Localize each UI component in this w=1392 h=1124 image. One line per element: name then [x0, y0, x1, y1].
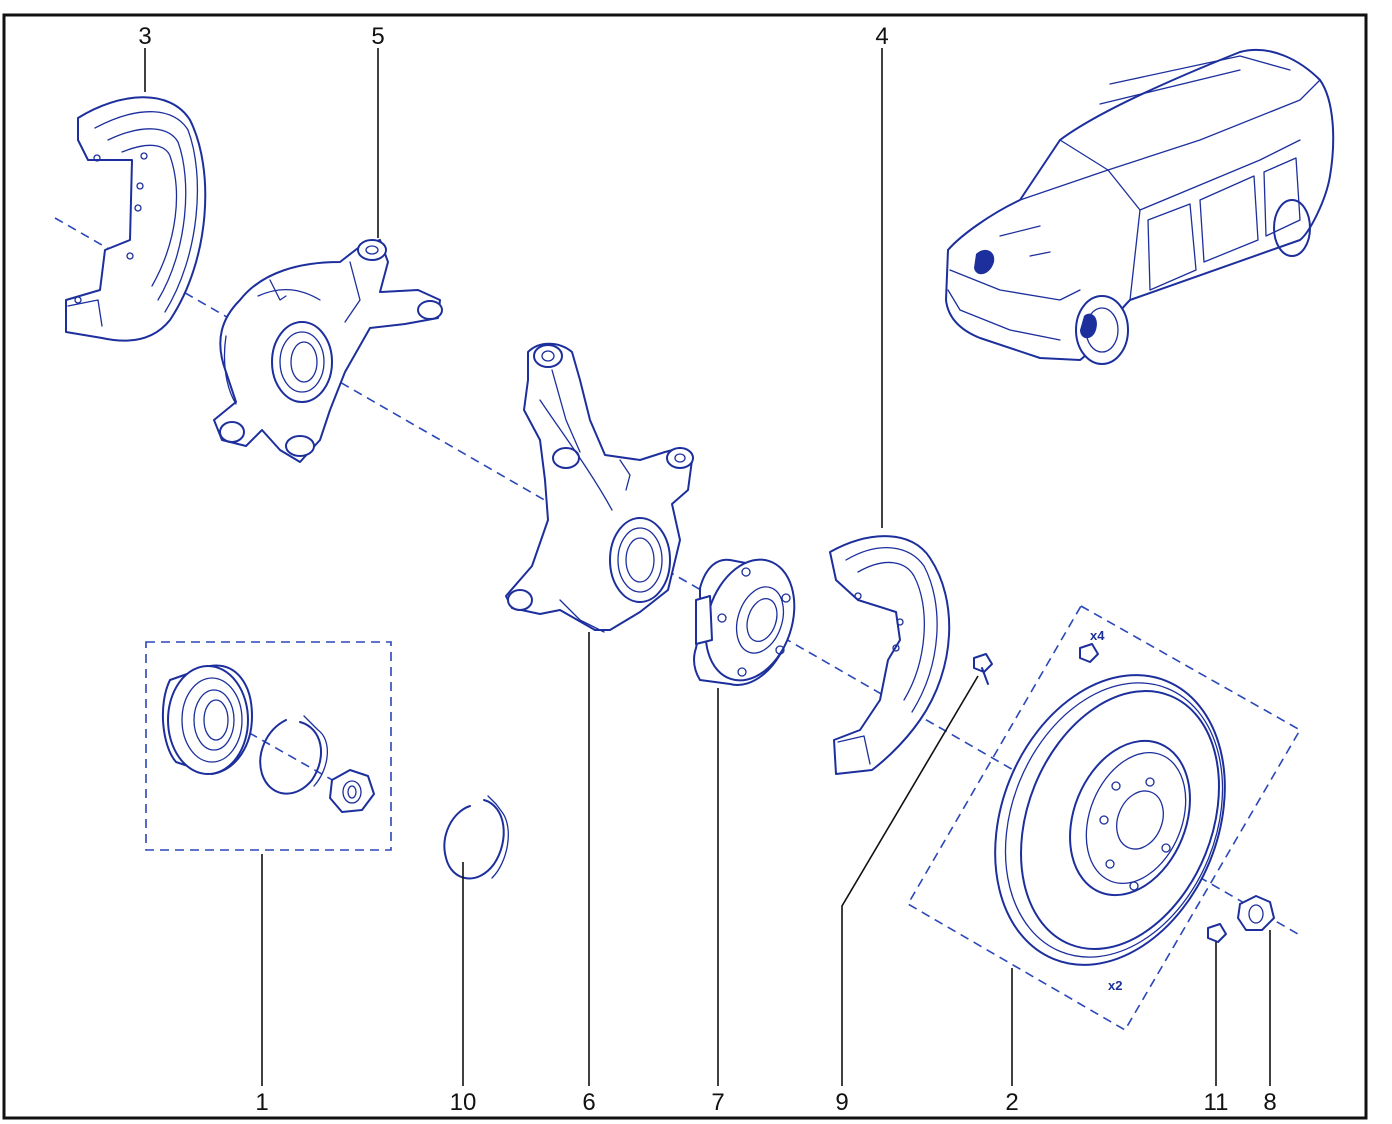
callout-10: 10: [450, 1089, 477, 1116]
circlip: [443, 795, 509, 880]
callout-7: 7: [711, 1089, 724, 1116]
vehicle-location-icon: [945, 48, 1335, 365]
callout-numbers: 3 5 4 1 10 6 7 9 2 11 8: [138, 23, 1276, 1116]
disc-fixing-screw: [1207, 923, 1227, 943]
diagram-frame: [2, 13, 1368, 1120]
callout-6: 6: [582, 1089, 595, 1116]
callout-4: 4: [875, 23, 888, 50]
callout-9: 9: [835, 1089, 848, 1116]
wheel-hub-nut: [1237, 895, 1275, 931]
disc-bolt-x4: [1079, 643, 1099, 663]
wheel-bearing: [161, 664, 253, 775]
brake-backing-plate-front: [829, 535, 951, 775]
steering-knuckle-front-view: [505, 342, 694, 633]
quantity-label-disc: x2: [1108, 978, 1122, 993]
callout-1: 1: [255, 1089, 268, 1116]
hub-nut: [329, 769, 375, 813]
assembly-axis-lines: [54, 217, 1299, 935]
callout-2: 2: [1005, 1089, 1018, 1116]
callout-3: 3: [138, 23, 151, 50]
callout-leader-lines: [144, 48, 1271, 1086]
callout-11: 11: [1204, 1089, 1229, 1116]
location-marker-wheel: [1080, 313, 1097, 339]
callout-8: 8: [1263, 1089, 1276, 1116]
disc-kit-group-box: [906, 604, 1302, 1032]
fixing-bolt: [973, 653, 993, 685]
callout-5: 5: [371, 23, 384, 50]
bearing-kit-group-box: [145, 641, 392, 851]
location-marker-front: [974, 249, 995, 275]
steering-knuckle-rear-view: [213, 239, 443, 463]
brake-backing-plate-rear: [65, 96, 207, 342]
wheel-hub: [692, 558, 796, 686]
quantity-label-bolts: x4: [1090, 628, 1105, 643]
bearing-kit-circlip: [259, 715, 329, 795]
brake-disc: [994, 674, 1226, 966]
